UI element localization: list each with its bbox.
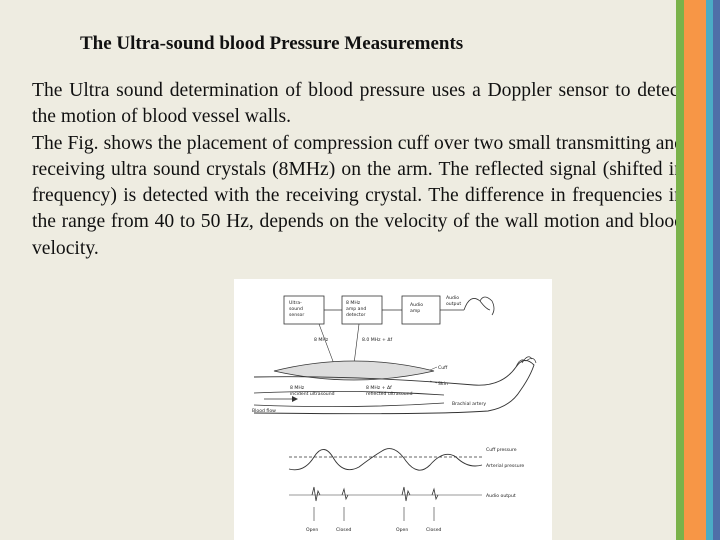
arterial-wave bbox=[288, 448, 483, 471]
ultrasound-bp-figure: Ultra- sound sensor 8 MHz amp and detect… bbox=[234, 279, 552, 540]
teal-bar bbox=[706, 0, 713, 540]
paragraph-2: The Fig. shows the placement of compress… bbox=[32, 132, 684, 259]
orange-bar bbox=[684, 0, 706, 540]
reflected-label-2: reflected ultrasound bbox=[366, 391, 413, 397]
audio-spikes bbox=[311, 486, 439, 502]
cuff-shape bbox=[273, 360, 435, 381]
audio-output-label-1: Audio bbox=[446, 295, 459, 301]
arterial-label: Arterial pressure bbox=[486, 463, 524, 469]
amp-label-1: 8 MHz bbox=[346, 300, 361, 306]
arm-outline bbox=[253, 360, 535, 415]
incident-label-2: incident ultrasound bbox=[290, 391, 335, 397]
green-bar bbox=[676, 0, 684, 540]
paragraph-1: The Ultra sound determination of blood p… bbox=[32, 80, 684, 128]
open-label-1: Open bbox=[306, 527, 318, 533]
skin-label: Skin bbox=[438, 381, 448, 387]
cuff-pressure-label: Cuff pressure bbox=[486, 447, 517, 453]
artery-upper bbox=[253, 391, 445, 396]
closed-label-2: Closed bbox=[426, 527, 442, 533]
audio-amp-box bbox=[401, 295, 441, 325]
decorative-side-bars bbox=[676, 0, 720, 540]
audio-amp-label-1: Audio bbox=[410, 302, 423, 308]
amp-label-3: detector bbox=[346, 312, 366, 318]
blue-bar bbox=[713, 0, 720, 540]
audio-amp-label-2: amp bbox=[410, 309, 420, 314]
sensor-label-2: sound bbox=[289, 306, 303, 312]
mhz-label: 8 MHz bbox=[314, 337, 329, 343]
reflected-label-1: 8 MHz + Δf bbox=[366, 385, 392, 391]
blood-flow-label: Blood flow bbox=[252, 408, 276, 414]
artery-lower bbox=[253, 402, 445, 407]
sensor-label-3: sensor bbox=[289, 312, 304, 318]
shifted-label: 8.0 MHz + Δf bbox=[362, 337, 393, 343]
slide-body: The Ultra sound determination of blood p… bbox=[32, 78, 684, 262]
amp-label-2: amp and bbox=[346, 306, 366, 312]
audio-output2-label: Audio output bbox=[486, 493, 516, 499]
slide-title: The Ultra-sound blood Pressure Measureme… bbox=[80, 33, 464, 54]
open-label-2: Open bbox=[396, 527, 408, 533]
hand-icon bbox=[515, 356, 537, 368]
closed-label-1: Closed bbox=[336, 527, 352, 533]
brachial-label: Brachial artery bbox=[452, 401, 486, 407]
headphones-icon bbox=[463, 296, 495, 316]
audio-output-label-2: output bbox=[446, 301, 461, 307]
cuff-label: Cuff bbox=[438, 365, 448, 371]
sensor-label-1: Ultra- bbox=[289, 300, 302, 306]
incident-label-1: 8 MHz bbox=[290, 385, 305, 391]
